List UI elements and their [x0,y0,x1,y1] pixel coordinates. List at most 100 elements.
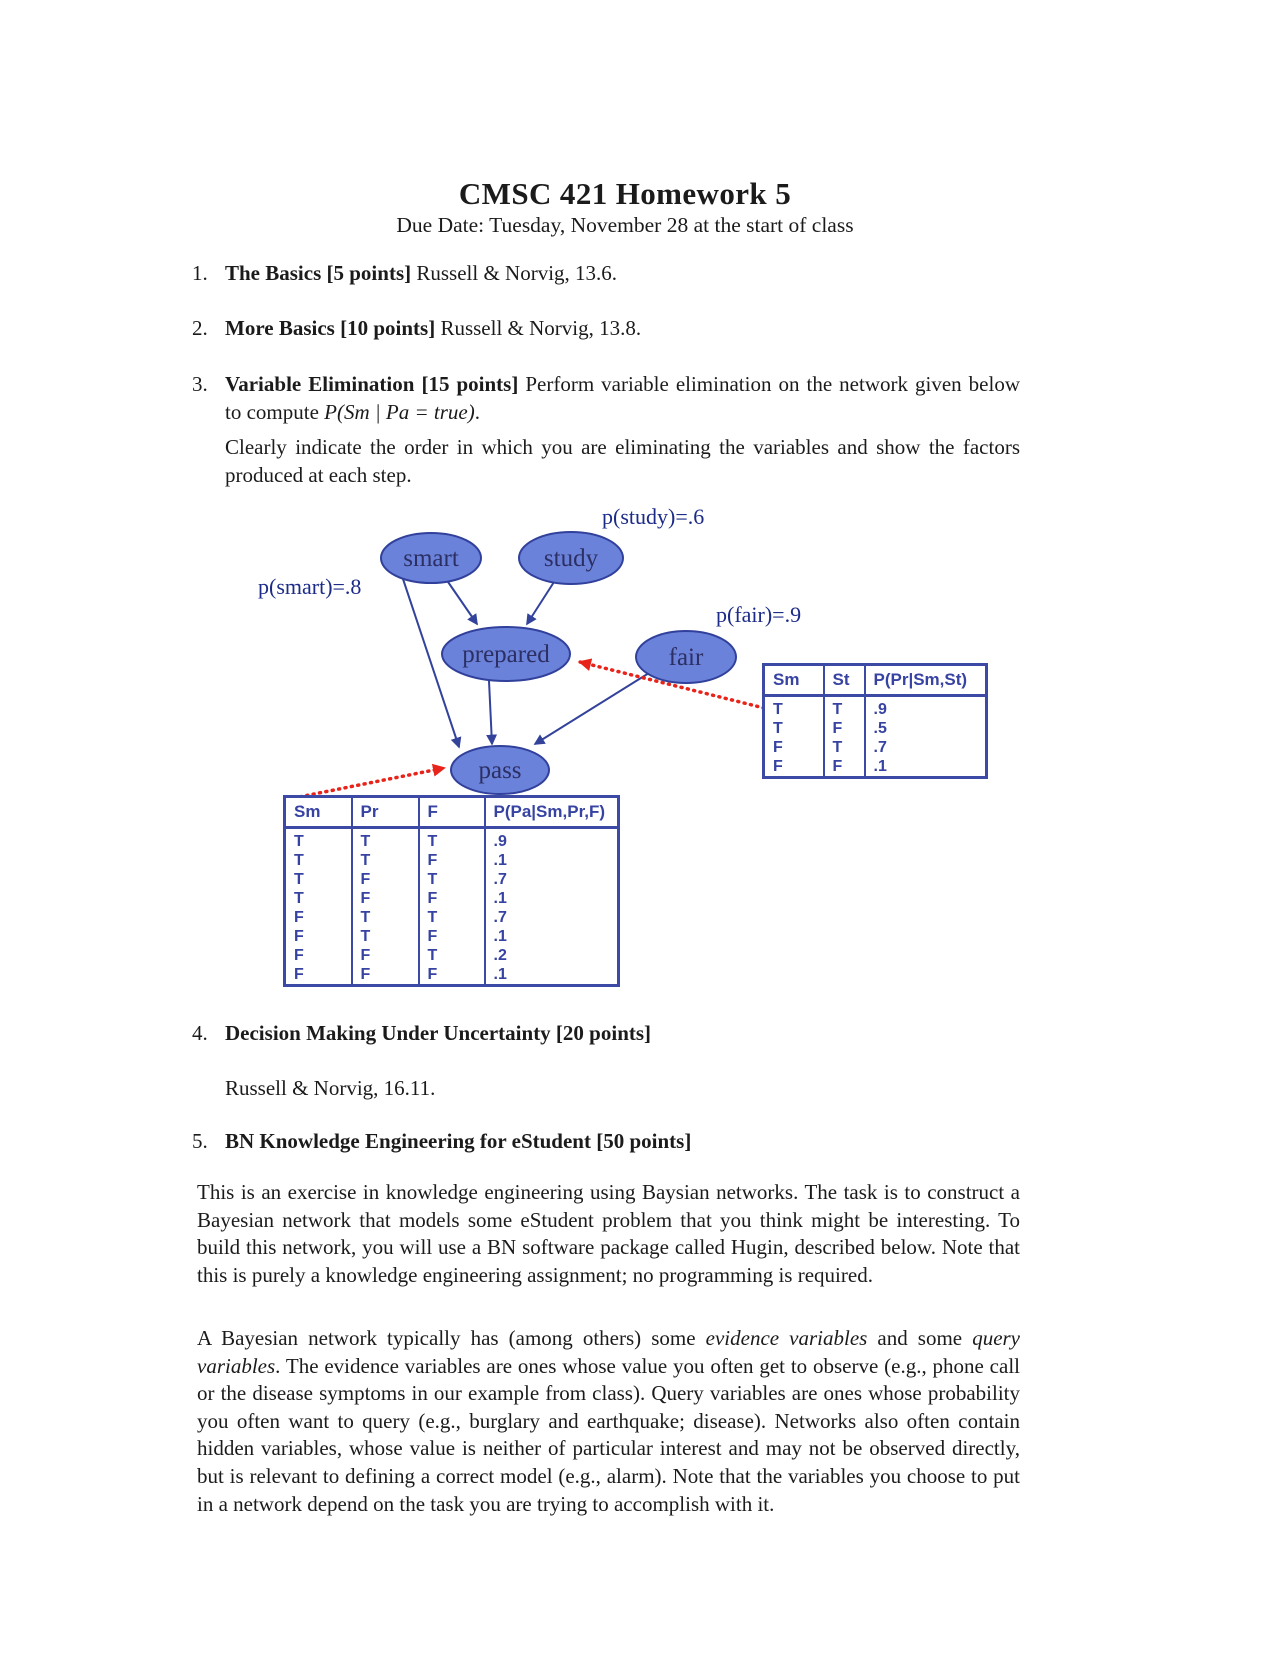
node-fair-label: fair [669,644,704,671]
table-row: T T F .1 [285,851,619,870]
table-cell: T [417,827,485,851]
header-cell: P(Pa|Sm,Pr,F) [483,796,619,829]
cpt-table-pass: Sm Pr F P(Pa|Sm,Pr,F) T T T .9 T T F .1 … [283,795,620,987]
list-item-2: 2. More Basics [10 points] Russell & Norv… [192,315,1020,343]
table-cell: F [294,966,304,983]
paragraph-variables-explanation: A Bayesian network typically has (among … [197,1325,1020,1518]
item-3-number: 3. [192,372,208,396]
item-2-title: More Basics [10 points] [225,316,436,340]
table-row: F F F .1 [285,965,619,986]
node-smart-ellipse [380,532,482,584]
table-header-row: Sm St P(Pr|Sm,St) [763,664,987,697]
table-cell: .2 [483,946,619,965]
query-variables-italic: query variables [197,1326,1021,1378]
table-cell: F [417,965,485,986]
table-cell: .1 [483,965,619,986]
table-row: F F T .2 [285,946,619,965]
edge-fair-to-pass [533,672,650,745]
item-4-reference: Russell & Norvig, 16.11. [225,1075,1020,1103]
paragraph-2-text-e: . The evidence variables are ones whose … [197,1353,1020,1516]
table-row: T T .9 [764,695,987,719]
table-cell: T [822,738,865,757]
header-cell: P(Pr|Sm,St) [863,664,987,697]
table-cell: F [773,739,783,756]
table-cell: T [294,852,304,869]
table-cell: F [350,965,419,986]
page-title: CMSC 421 Homework 5 [458,176,792,211]
table-cell: T [822,695,865,719]
header-cell: F [417,796,485,829]
table-cell: F [294,947,304,964]
item-2-number: 2. [192,316,208,340]
item-1-title: The Basics [5 points] [225,261,412,285]
table-cell: F [417,889,485,908]
item-1-number: 1. [192,261,208,285]
paragraph-2-text-a: A Bayesian network typically has (among … [197,1326,706,1350]
list-item-4: 4. Decision Making Under Uncertainty [20 … [192,1020,1020,1048]
item-3-second-paragraph: Clearly indicate the order in which you … [225,434,1020,489]
header-cell: Pr [350,796,419,829]
prior-study-label: p(study)=.6 [602,504,704,529]
paragraph-2-text-c: and some [867,1326,973,1350]
table-cell: F [350,946,419,965]
item-5-number: 5. [192,1129,208,1153]
table-cell: .1 [483,851,619,870]
edge-smart-to-pass [402,578,462,749]
table-cell: T [350,908,419,927]
pointer-table1-to-prepared [578,658,766,710]
node-fair-ellipse [635,630,737,684]
edge-smart-to-prepared [445,578,478,626]
item-3-title: Variable Elimination [15 points] [225,372,519,396]
table-row: F T T .7 [285,908,619,927]
evidence-variables-italic: evidence variables [705,1326,868,1350]
item-3-text: Perform variable elimination on the netw… [225,372,1020,424]
table-cell: F [350,889,419,908]
edge-study-to-prepared [526,581,555,626]
node-study-label: study [544,545,599,572]
table-cell: .7 [863,738,987,757]
table-header-row: Sm Pr F P(Pa|Sm,Pr,F) [284,796,619,829]
edge-prepared-to-pass [486,680,498,746]
item-4-text: Russell & Norvig, 16.11. [225,1076,436,1100]
table-cell: .1 [863,757,987,778]
item-4-title: Decision Making Under Uncertainty [20 po… [225,1021,652,1045]
table-row: F T .7 [764,738,987,757]
table-cell: T [350,927,419,946]
header-cell: Sm [763,664,824,697]
paragraph-exercise-intro: This is an exercise in knowledge enginee… [197,1179,1020,1289]
list-item-3: 3. Variable Elimination [15 points] Perfo… [192,371,1020,426]
table-cell: .9 [483,827,619,851]
table-row: T T T .9 [285,827,619,851]
table-cell: .1 [483,927,619,946]
table-row: T F T .7 [285,870,619,889]
item-1-text: Russell & Norvig, 13.6. [411,261,618,285]
item-3-math-expression: P(Sm | Pa = true) [324,399,475,424]
table-cell: .9 [863,695,987,719]
item-3-paragraph-text: Clearly indicate the order in which you … [225,435,1020,487]
table-cell: F [773,758,783,775]
node-pass-label: pass [478,757,521,784]
table-cell: T [773,701,783,718]
node-study-ellipse [518,531,624,585]
table-row: F F .1 [764,757,987,778]
prior-fair-label: p(fair)=.9 [716,602,801,627]
table-cell: T [417,946,485,965]
item-2-text: Russell & Norvig, 13.8. [435,316,642,340]
table-cell: .7 [483,908,619,927]
item-4-number: 4. [192,1021,208,1045]
table-cell: F [417,927,485,946]
table-cell: T [294,890,304,907]
item-5-title: BN Knowledge Engineering for eStudent [5… [225,1129,692,1153]
header-cell: St [822,664,865,697]
node-pass-ellipse [450,745,550,795]
table-cell: F [417,851,485,870]
cpt-table-prepared: Sm St P(Pr|Sm,St) T T .9 T F .5 F T .7 F… [762,663,988,779]
table-row: F T F .1 [285,927,619,946]
table-cell: .7 [483,870,619,889]
table-cell: F [822,719,865,738]
pointer-table2-to-pass [292,763,446,800]
table-cell: T [350,851,419,870]
node-smart-label: smart [403,545,459,572]
